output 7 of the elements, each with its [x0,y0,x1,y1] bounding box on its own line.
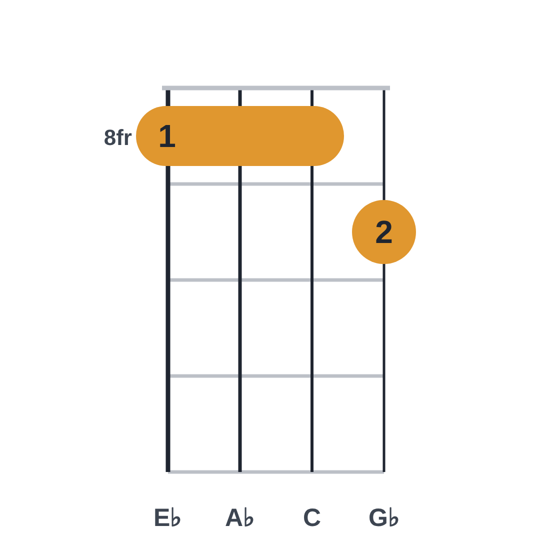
string-name: A♭ [225,506,256,530]
string-name: C [303,506,322,530]
finger-number: 2 [375,216,393,248]
string-name: E♭ [154,506,182,530]
finger-number: 1 [158,120,176,152]
fret-position-label: 8fr [104,127,132,149]
string-name: G♭ [368,506,400,530]
